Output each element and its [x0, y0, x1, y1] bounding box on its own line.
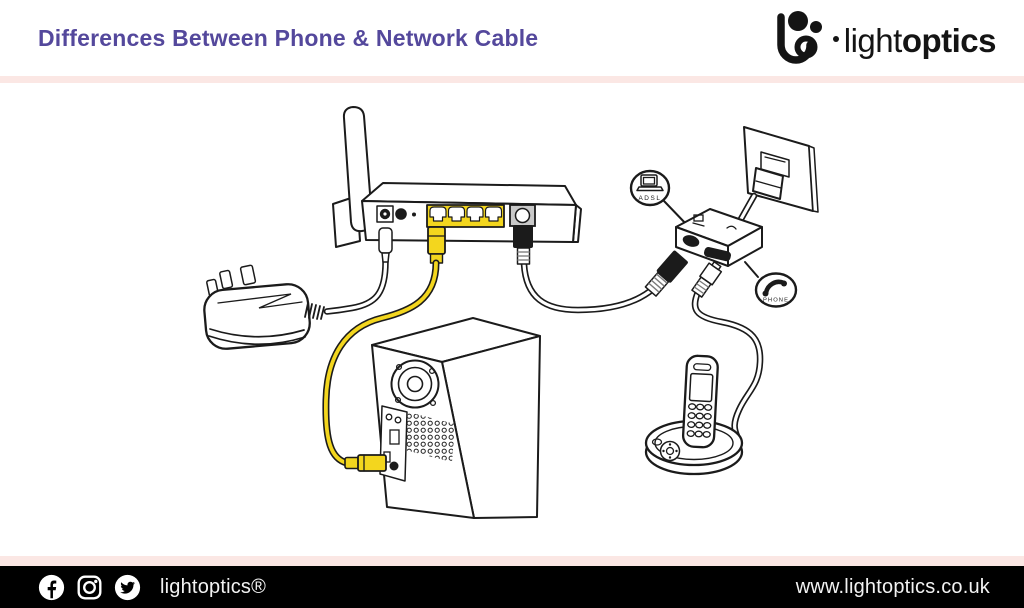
phone-handset: [681, 354, 719, 449]
facebook-icon: [38, 574, 65, 600]
pink-strip: [0, 556, 1024, 566]
logo-optics: optics: [901, 22, 997, 59]
desktop-tower-rear: [371, 317, 541, 519]
phone-label: PHONE: [763, 298, 789, 304]
logo-light: light: [843, 22, 903, 59]
handset-keypad: [686, 403, 713, 438]
computer-icon: [636, 174, 664, 192]
wall-plug: [752, 167, 784, 200]
adsl-plug: [644, 250, 688, 297]
vent-holes: [405, 412, 455, 462]
adsl-splitter: [675, 208, 763, 267]
page-header: Differences Between Phone & Network Cabl…: [0, 0, 1024, 76]
twitter-icon: [114, 574, 141, 600]
phone-cable: [691, 261, 764, 440]
uk-power-adapter: [203, 264, 325, 350]
lan-ports: [429, 206, 503, 222]
diagram-stage: ADSL PHONE: [0, 83, 1024, 556]
ethernet-cable: [322, 259, 440, 472]
wall-phone-socket: [732, 126, 819, 232]
black-dsl-connector: [513, 225, 533, 265]
router-power-connector: [323, 227, 393, 315]
phone-handset-icon: [762, 279, 787, 297]
lightoptics-logo: lightoptics: [773, 8, 997, 68]
adsl-label: ADSL: [638, 195, 661, 202]
tower-lan-port: [389, 461, 399, 471]
footer-brand: lightoptics®: [160, 575, 267, 598]
phone-badge: PHONE: [744, 261, 798, 308]
cable-diagram: ADSL PHONE: [203, 106, 819, 519]
wireless-router: [332, 106, 582, 248]
lightoptics-logo-mark: [777, 11, 839, 64]
yellow-ethernet-connector: [427, 226, 446, 264]
page-title: Differences Between Phone & Network Cabl…: [38, 24, 539, 51]
adsl-badge: ADSL: [629, 169, 689, 227]
lightoptics-logo-text: lightoptics: [843, 22, 997, 60]
instagram-icon: [77, 575, 102, 599]
cordless-phone: [644, 354, 744, 476]
adsl-cable: [520, 250, 688, 314]
tower-fan: [390, 359, 440, 409]
handset-screen: [688, 372, 714, 403]
phone-plug: [691, 261, 723, 298]
pink-divider: [0, 76, 1024, 83]
page-footer: lightoptics® www.lightoptics.co.uk: [0, 566, 1024, 608]
router-button: [395, 208, 407, 220]
footer-url: www.lightoptics.co.uk: [795, 575, 990, 598]
